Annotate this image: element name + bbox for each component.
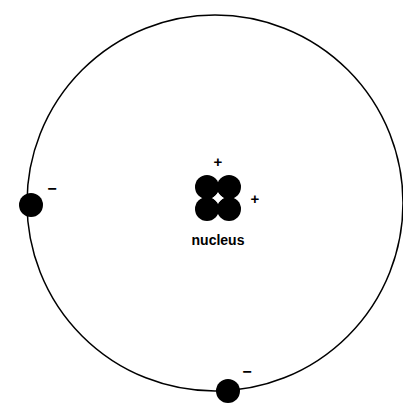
charge-sign: + bbox=[214, 154, 223, 169]
electron bbox=[216, 379, 240, 403]
nucleus-particles bbox=[195, 175, 241, 221]
nucleon bbox=[195, 175, 219, 199]
electron-orbit bbox=[27, 15, 403, 391]
nucleon bbox=[217, 197, 241, 221]
nucleon bbox=[217, 175, 241, 199]
nucleus-gap bbox=[213, 193, 223, 203]
part-label: nucleus bbox=[192, 233, 245, 247]
charge-sign: + bbox=[251, 191, 260, 206]
nucleon bbox=[195, 197, 219, 221]
charge-sign: − bbox=[47, 181, 56, 197]
charge-sign: − bbox=[242, 364, 251, 380]
electron bbox=[19, 193, 43, 217]
